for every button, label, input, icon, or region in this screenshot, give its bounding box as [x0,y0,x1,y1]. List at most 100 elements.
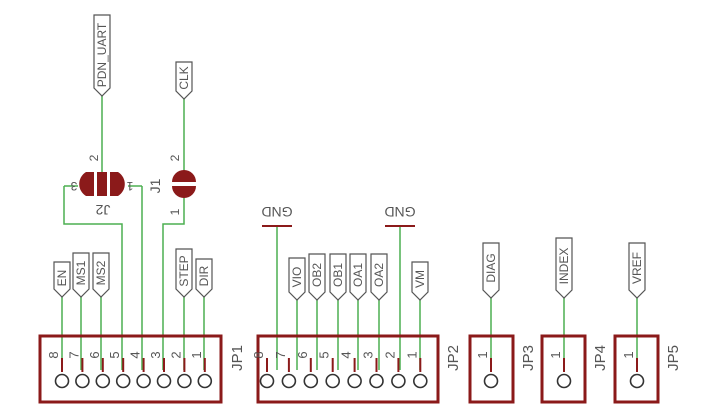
pin-number: 2 [168,351,183,358]
pin-pad [303,373,319,389]
pin-pad [259,373,275,389]
pin-number: 6 [295,351,310,358]
flag-shape [195,258,213,298]
pin-pad [75,373,90,389]
net-flag-oa1: OA1 [349,253,367,301]
flag-label: OB1 [331,263,345,287]
pin-pad [412,373,428,389]
jumper-pad-middle [97,172,107,196]
net-flag-en: EN [53,261,71,298]
flag-label: EN [55,270,69,287]
pin-pad [197,373,213,389]
flag-shape [555,237,573,299]
pin-number: 1 [621,351,636,358]
pin-number: 1 [404,351,419,358]
flag-shape [92,252,110,298]
flag-shape [288,257,306,301]
flag-label: MS2 [94,260,108,285]
flag-shape [349,253,367,301]
pin-pad [347,373,362,389]
flag-shape [482,242,500,299]
jumper-pad-right [110,172,125,196]
flag-shape [93,14,111,97]
pin-pad [95,373,111,389]
pin-pad [391,373,406,389]
flag-label: CLK [177,66,191,89]
pin-number: 3 [148,351,163,358]
pin-pad [483,373,499,389]
pin-number: 1 [475,351,490,358]
jumper-pin-label: 1 [126,179,133,193]
flag-label: OB2 [310,263,324,287]
flag-shape [308,253,326,301]
flag-label: VREF [630,252,644,284]
pin-pad [281,373,297,389]
jumper-pad-top [172,170,196,182]
pin-pad [369,373,384,389]
pin-number: 7 [273,351,288,358]
jumper-j1: 2 1 J1 [147,154,196,215]
pin-pad [54,373,70,389]
wire-j1-pin1-jp1-3 [162,196,185,370]
flag-label: DIR [197,265,211,286]
pin-number: 8 [251,351,266,358]
flag-shape [329,253,347,301]
net-flag-ms1: MS1 [72,252,90,298]
ground-label: GND [384,204,415,220]
flag-label: DIAG [484,253,498,282]
header-name: JP3 [520,345,537,371]
pin-number: 8 [46,351,61,358]
jumper-pad-left [79,172,94,196]
flag-label: MS1 [74,260,88,285]
header-name: JP1 [229,345,246,371]
net-flag-index: INDEX [555,237,573,299]
header-outline [540,334,587,404]
wire-j2-pin3-jp1-5 [63,186,123,370]
net-flag-ob2: OB2 [308,253,326,301]
pin-number: 5 [317,351,332,358]
flag-shape [628,242,646,299]
flag-label: PDN_UART [95,22,109,87]
flag-label: INDEX [557,248,571,285]
header-outline [468,334,515,404]
jumper-pin-label: 3 [70,179,77,193]
pin-number: 2 [382,351,397,358]
net-flag-ms2: MS2 [92,252,110,298]
jumper-pin-label: 2 [168,154,182,161]
header-outline [38,334,223,404]
pin-number: 4 [339,351,354,358]
header-name: JP5 [665,345,682,371]
flag-shape [72,252,90,298]
flag-shape [411,261,429,301]
pin-number: 5 [107,351,122,358]
flag-shape [175,61,193,100]
pin-number: 4 [128,351,143,358]
flag-label: VM [413,270,427,288]
header-outline [613,334,660,404]
net-flag-diag: DIAG [482,242,500,299]
pin-pad [156,373,172,389]
pin-pad [136,373,151,389]
net-flag-step: STEP [175,248,193,298]
flag-label: OA1 [351,263,365,287]
net-flag-ob1: OB1 [329,253,347,301]
header-jp4: 1 JP4 [540,334,609,404]
net-flag-pdn-uart: PDN_UART [93,14,111,97]
ground-label: GND [261,204,292,220]
net-flag-clk: CLK [175,61,193,100]
ground-left: GND [261,204,293,227]
jumper-name: J2 [95,202,110,218]
pin-pad [629,373,645,389]
header-jp5: 1 JP5 [613,334,682,404]
net-flag-oa2: OA2 [370,253,388,301]
net-flag-vio: VIO [288,257,306,301]
wires [61,95,638,370]
flag-label: VIO [290,267,304,288]
pin-number: 3 [361,351,376,358]
pin-number: 7 [66,351,81,358]
header-outline [256,334,440,404]
pin-number: 1 [189,351,204,358]
header-name: JP2 [445,345,462,371]
